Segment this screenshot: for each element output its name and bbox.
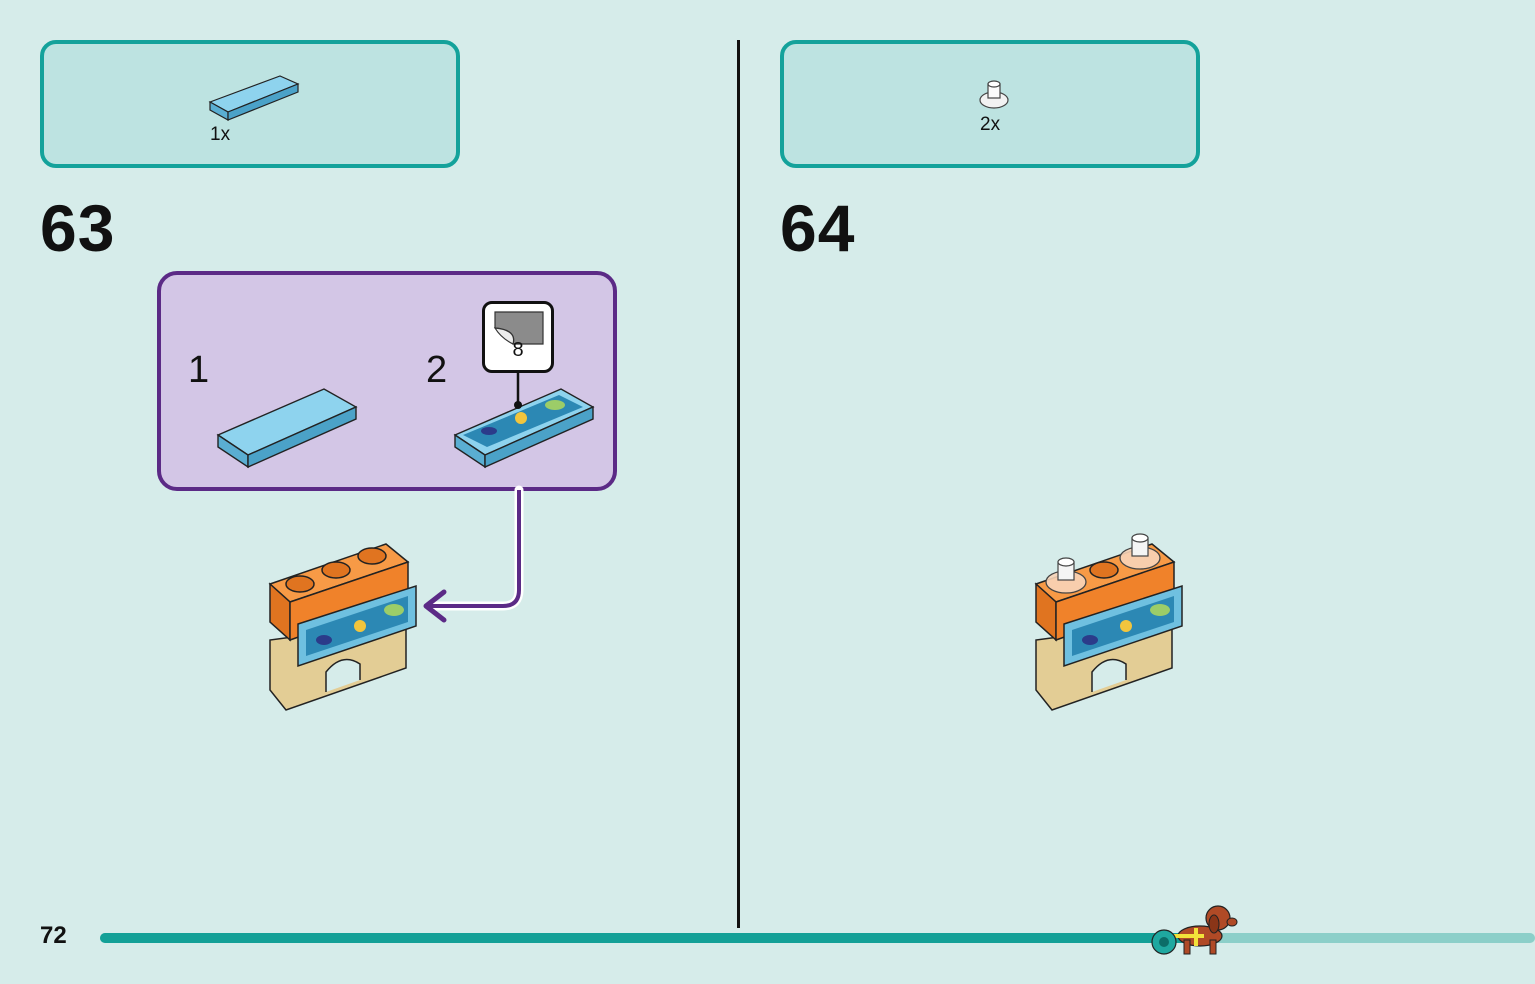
substep-number-1: 1: [188, 349, 210, 391]
sticker-icon: [493, 311, 544, 345]
round-piece-icon: [979, 80, 1009, 109]
tile-icon: [208, 75, 300, 122]
sticker-number: 8: [512, 339, 524, 361]
page-number: 72: [40, 922, 67, 949]
part-quantity: 2x: [980, 114, 1001, 135]
part-quantity: 1x: [210, 124, 231, 145]
parts-box-step-64: 2x: [780, 40, 1200, 168]
tile-icon: [216, 388, 358, 469]
sticker-pointer: [514, 372, 522, 409]
step-number-63: 63: [40, 191, 116, 265]
sticker-label: 8: [482, 301, 554, 373]
step-divider: [737, 40, 740, 928]
parts-box-step-63: 1x: [40, 40, 460, 168]
substep-number-2: 2: [426, 349, 448, 391]
assembly-model-step-63: [268, 543, 417, 711]
progress-fill: [100, 933, 1191, 943]
substep-box: 1 2: [157, 271, 617, 491]
dog-mascot-icon: [1151, 905, 1238, 955]
assembly-model-step-64: [1034, 533, 1183, 711]
step-number-64: 64: [780, 191, 856, 265]
callout-arrow-icon: [423, 485, 524, 623]
decorated-tile-icon: [453, 388, 595, 469]
